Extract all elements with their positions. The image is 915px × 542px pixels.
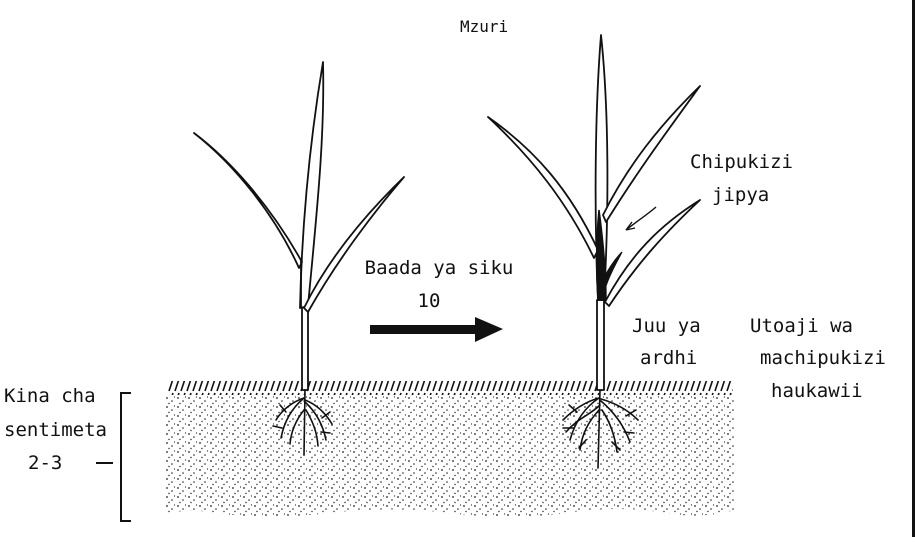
left-seedling	[194, 62, 404, 390]
new-tiller-label-line1: Chipukizi	[690, 151, 793, 173]
arrow-label-line1: Baada ya siku	[364, 257, 514, 279]
ground-surface-hatching	[168, 381, 733, 395]
tiller-pointer	[626, 207, 656, 230]
tillering-label-line2: machipukizi	[760, 347, 886, 369]
soil-area	[165, 395, 735, 517]
arrow-label-line2: 10	[364, 290, 494, 312]
depth-label-line3: 2-3	[28, 452, 62, 474]
depth-label-line2: sentimeta	[4, 419, 107, 441]
depth-bracket	[96, 393, 131, 521]
tillering-label-line1: Utoaji wa	[750, 315, 853, 337]
progress-arrow	[370, 317, 503, 342]
tillering-label-line3: haukawii	[771, 380, 863, 402]
above-ground-label-line2: ardhi	[640, 347, 697, 369]
new-tiller-label-line2: jipya	[712, 184, 769, 206]
depth-label-line1: Kina cha	[4, 385, 96, 407]
title-label: Mzuri	[460, 16, 508, 38]
above-ground-label-line1: Juu ya	[632, 315, 701, 337]
